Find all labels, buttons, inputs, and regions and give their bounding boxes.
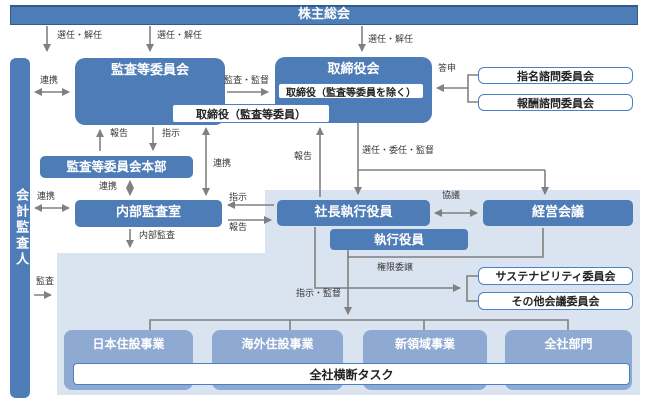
edge-label-toshin: 答申 <box>438 64 457 74</box>
node-directors-audit: 取締役（監査等委員） <box>172 104 330 123</box>
edge-label-report-1: 報告 <box>110 129 129 139</box>
edge-label-instruction-2: 指示 <box>229 193 248 203</box>
edge-label-cooperation-2: 連携 <box>213 159 232 169</box>
node-management-meeting: 経営会議 <box>483 200 633 226</box>
edge-label-cooperation-1: 連携 <box>40 76 59 86</box>
node-other-meetings-committee: その他会議委員会 <box>478 292 633 310</box>
edge-label-report-3: 報告 <box>229 223 248 233</box>
node-executive-officers: 執行役員 <box>330 229 468 250</box>
edge-label-audit-supervision: 監査・監督 <box>224 76 270 86</box>
edge-label-appointment-delegation-supervision: 選任・委任・監督 <box>362 146 435 156</box>
edge-label-authority-delegation: 権限委譲 <box>377 263 414 273</box>
edge-label-instruction-1: 指示 <box>162 129 181 139</box>
edge-label-appointment-dismissal-2: 選任・解任 <box>157 31 203 41</box>
edge-label-cooperation-4: 連携 <box>37 192 56 202</box>
node-nomination-committee: 指名諮問委員会 <box>478 67 633 84</box>
edge-label-consultation: 協議 <box>442 191 461 201</box>
edge-label-report-2: 報告 <box>294 152 313 162</box>
node-directors-excluding-audit: 取締役（監査等委員を除く） <box>278 83 424 99</box>
node-accounting-auditor: 会計監査人 <box>10 58 30 398</box>
edge-label-cooperation-3: 連携 <box>99 182 118 192</box>
node-sustainability-committee: サステナビリティ委員会 <box>478 267 633 285</box>
node-internal-audit-office: 内部監査室 <box>75 200 222 227</box>
edge-label-appointment-dismissal-3: 選任・解任 <box>368 35 414 45</box>
node-president-executive: 社長執行役員 <box>277 200 430 226</box>
edge-label-appointment-dismissal-1: 選任・解任 <box>57 31 103 41</box>
edge-label-audit: 監査 <box>36 277 55 287</box>
edge-label-internal-audit: 内部監査 <box>139 231 176 241</box>
edge-label-instruction-supervision: 指示・監督 <box>296 289 342 299</box>
node-remuneration-committee: 報酬諮問委員会 <box>478 94 633 111</box>
node-company-wide-task: 全社横断タスク <box>73 363 630 385</box>
node-shareholders: 株主総会 <box>10 5 638 25</box>
node-audit-committee-hq: 監査等委員会本部 <box>40 156 193 178</box>
